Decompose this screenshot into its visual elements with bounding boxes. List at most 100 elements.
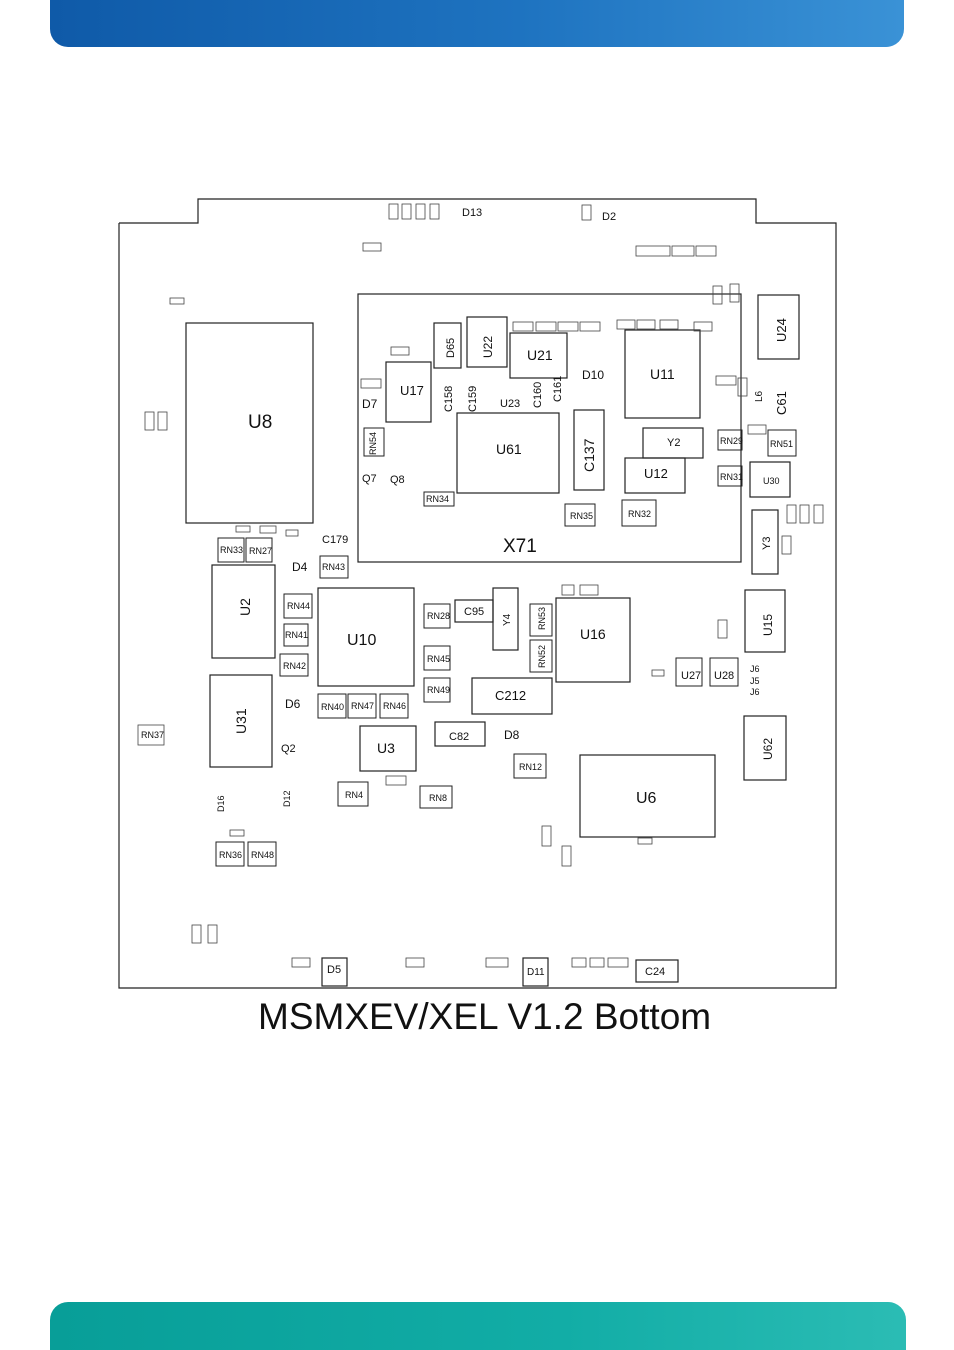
label-d10: D10 bbox=[582, 368, 604, 382]
u61-body bbox=[456, 412, 560, 494]
label-u31: U31 bbox=[233, 708, 249, 734]
label-c137: C137 bbox=[581, 438, 597, 472]
u15-body bbox=[744, 589, 786, 653]
label-d65: D65 bbox=[445, 338, 457, 358]
label-c161: C161 bbox=[552, 376, 564, 402]
label-u27: U27 bbox=[681, 670, 701, 682]
pcb-bottom-layout-diagram: D13 D2 U8 U24 U22 U21 U11 D65 U17 D7 C15… bbox=[118, 198, 837, 989]
u21-body bbox=[509, 332, 568, 379]
label-d4: D4 bbox=[292, 560, 308, 574]
label-rn35: RN35 bbox=[570, 511, 593, 521]
label-rn36: RN36 bbox=[219, 850, 242, 860]
u2-body bbox=[211, 564, 276, 659]
label-u22: U22 bbox=[481, 336, 495, 358]
d11-body bbox=[522, 957, 549, 987]
label-u28: U28 bbox=[714, 670, 734, 682]
passive-pads bbox=[137, 203, 824, 968]
label-x71: X71 bbox=[503, 536, 537, 557]
label-d11: D11 bbox=[527, 967, 545, 978]
label-u17: U17 bbox=[400, 383, 424, 398]
c137-body bbox=[573, 409, 605, 491]
label-q8: Q8 bbox=[390, 474, 405, 486]
label-rn46: RN46 bbox=[383, 701, 406, 711]
label-u21: U21 bbox=[527, 347, 553, 363]
label-u8: U8 bbox=[248, 412, 272, 433]
label-c95: C95 bbox=[464, 606, 484, 618]
label-rn41: RN41 bbox=[285, 630, 308, 640]
u8-body bbox=[185, 322, 314, 524]
label-u10: U10 bbox=[347, 632, 376, 649]
u10-body bbox=[317, 587, 415, 687]
c95-body bbox=[454, 599, 494, 623]
label-u11: U11 bbox=[650, 366, 675, 382]
label-u12: U12 bbox=[644, 466, 668, 481]
label-y4: Y4 bbox=[502, 613, 513, 626]
label-y2: Y2 bbox=[667, 437, 680, 449]
label-d5: D5 bbox=[327, 964, 341, 976]
label-d2: D2 bbox=[602, 211, 616, 223]
label-rn52: RN52 bbox=[537, 645, 547, 668]
label-d7: D7 bbox=[362, 397, 378, 411]
label-rn8: RN8 bbox=[429, 793, 447, 803]
footer-bar bbox=[50, 1302, 906, 1350]
c212-body bbox=[471, 677, 553, 715]
label-u23: U23 bbox=[500, 398, 520, 410]
label-u61: U61 bbox=[496, 441, 522, 457]
u11-body bbox=[624, 329, 701, 419]
label-u62: U62 bbox=[761, 738, 775, 760]
label-d6: D6 bbox=[285, 697, 301, 711]
u62-body bbox=[743, 715, 787, 781]
label-c179: C179 bbox=[322, 534, 348, 546]
label-u6: U6 bbox=[636, 790, 657, 807]
label-rn37: RN37 bbox=[141, 730, 164, 740]
label-rn48: RN48 bbox=[251, 850, 274, 860]
label-c159: C159 bbox=[467, 386, 479, 412]
u22-body bbox=[466, 316, 508, 368]
label-rn29: RN29 bbox=[720, 436, 743, 446]
label-q2: Q2 bbox=[281, 743, 296, 755]
label-c82: C82 bbox=[449, 731, 469, 743]
component-outlines bbox=[185, 293, 800, 987]
u12-body bbox=[624, 457, 686, 494]
label-rn51: RN51 bbox=[770, 439, 793, 449]
label-rn47: RN47 bbox=[351, 701, 374, 711]
u16-body bbox=[555, 597, 631, 683]
label-j6-b: J6 bbox=[750, 687, 760, 697]
label-rn45: RN45 bbox=[427, 654, 450, 664]
component-labels: D13 D2 U8 U24 U22 U21 U11 D65 U17 D7 C15… bbox=[141, 207, 793, 978]
label-rn40: RN40 bbox=[321, 702, 344, 712]
label-l6: L6 bbox=[754, 390, 765, 402]
u31-body bbox=[209, 674, 273, 768]
y3-body bbox=[751, 509, 779, 575]
label-u30: U30 bbox=[763, 476, 780, 486]
c24-body bbox=[635, 959, 679, 983]
label-rn34: RN34 bbox=[426, 494, 449, 504]
label-j5: J5 bbox=[750, 676, 760, 686]
label-y3: Y3 bbox=[761, 537, 773, 550]
label-rn44: RN44 bbox=[287, 601, 310, 611]
board-outline bbox=[118, 198, 837, 989]
label-rn27: RN27 bbox=[249, 546, 272, 556]
x71-connector bbox=[357, 293, 742, 563]
label-rn33: RN33 bbox=[220, 545, 243, 555]
label-rn28: RN28 bbox=[427, 611, 450, 621]
label-c160: C160 bbox=[532, 382, 544, 408]
label-c158: C158 bbox=[443, 386, 455, 412]
u3-body bbox=[359, 725, 417, 772]
label-u16: U16 bbox=[580, 626, 606, 642]
label-u24: U24 bbox=[774, 318, 789, 342]
d65-body bbox=[433, 322, 462, 369]
label-c61: C61 bbox=[774, 391, 789, 415]
label-j6: J6 bbox=[750, 664, 760, 674]
label-d16: D16 bbox=[216, 795, 226, 812]
label-d12: D12 bbox=[282, 790, 292, 807]
label-rn49: RN49 bbox=[427, 685, 450, 695]
diagram-caption: MSMXEV/XEL V1.2 Bottom bbox=[258, 996, 712, 1037]
label-rn31: RN31 bbox=[720, 472, 743, 482]
label-u3: U3 bbox=[377, 740, 395, 756]
label-u15: U15 bbox=[761, 614, 775, 636]
u30-body bbox=[749, 461, 791, 498]
label-c24: C24 bbox=[645, 966, 665, 978]
label-rn32: RN32 bbox=[628, 509, 651, 519]
label-d13: D13 bbox=[462, 207, 482, 219]
